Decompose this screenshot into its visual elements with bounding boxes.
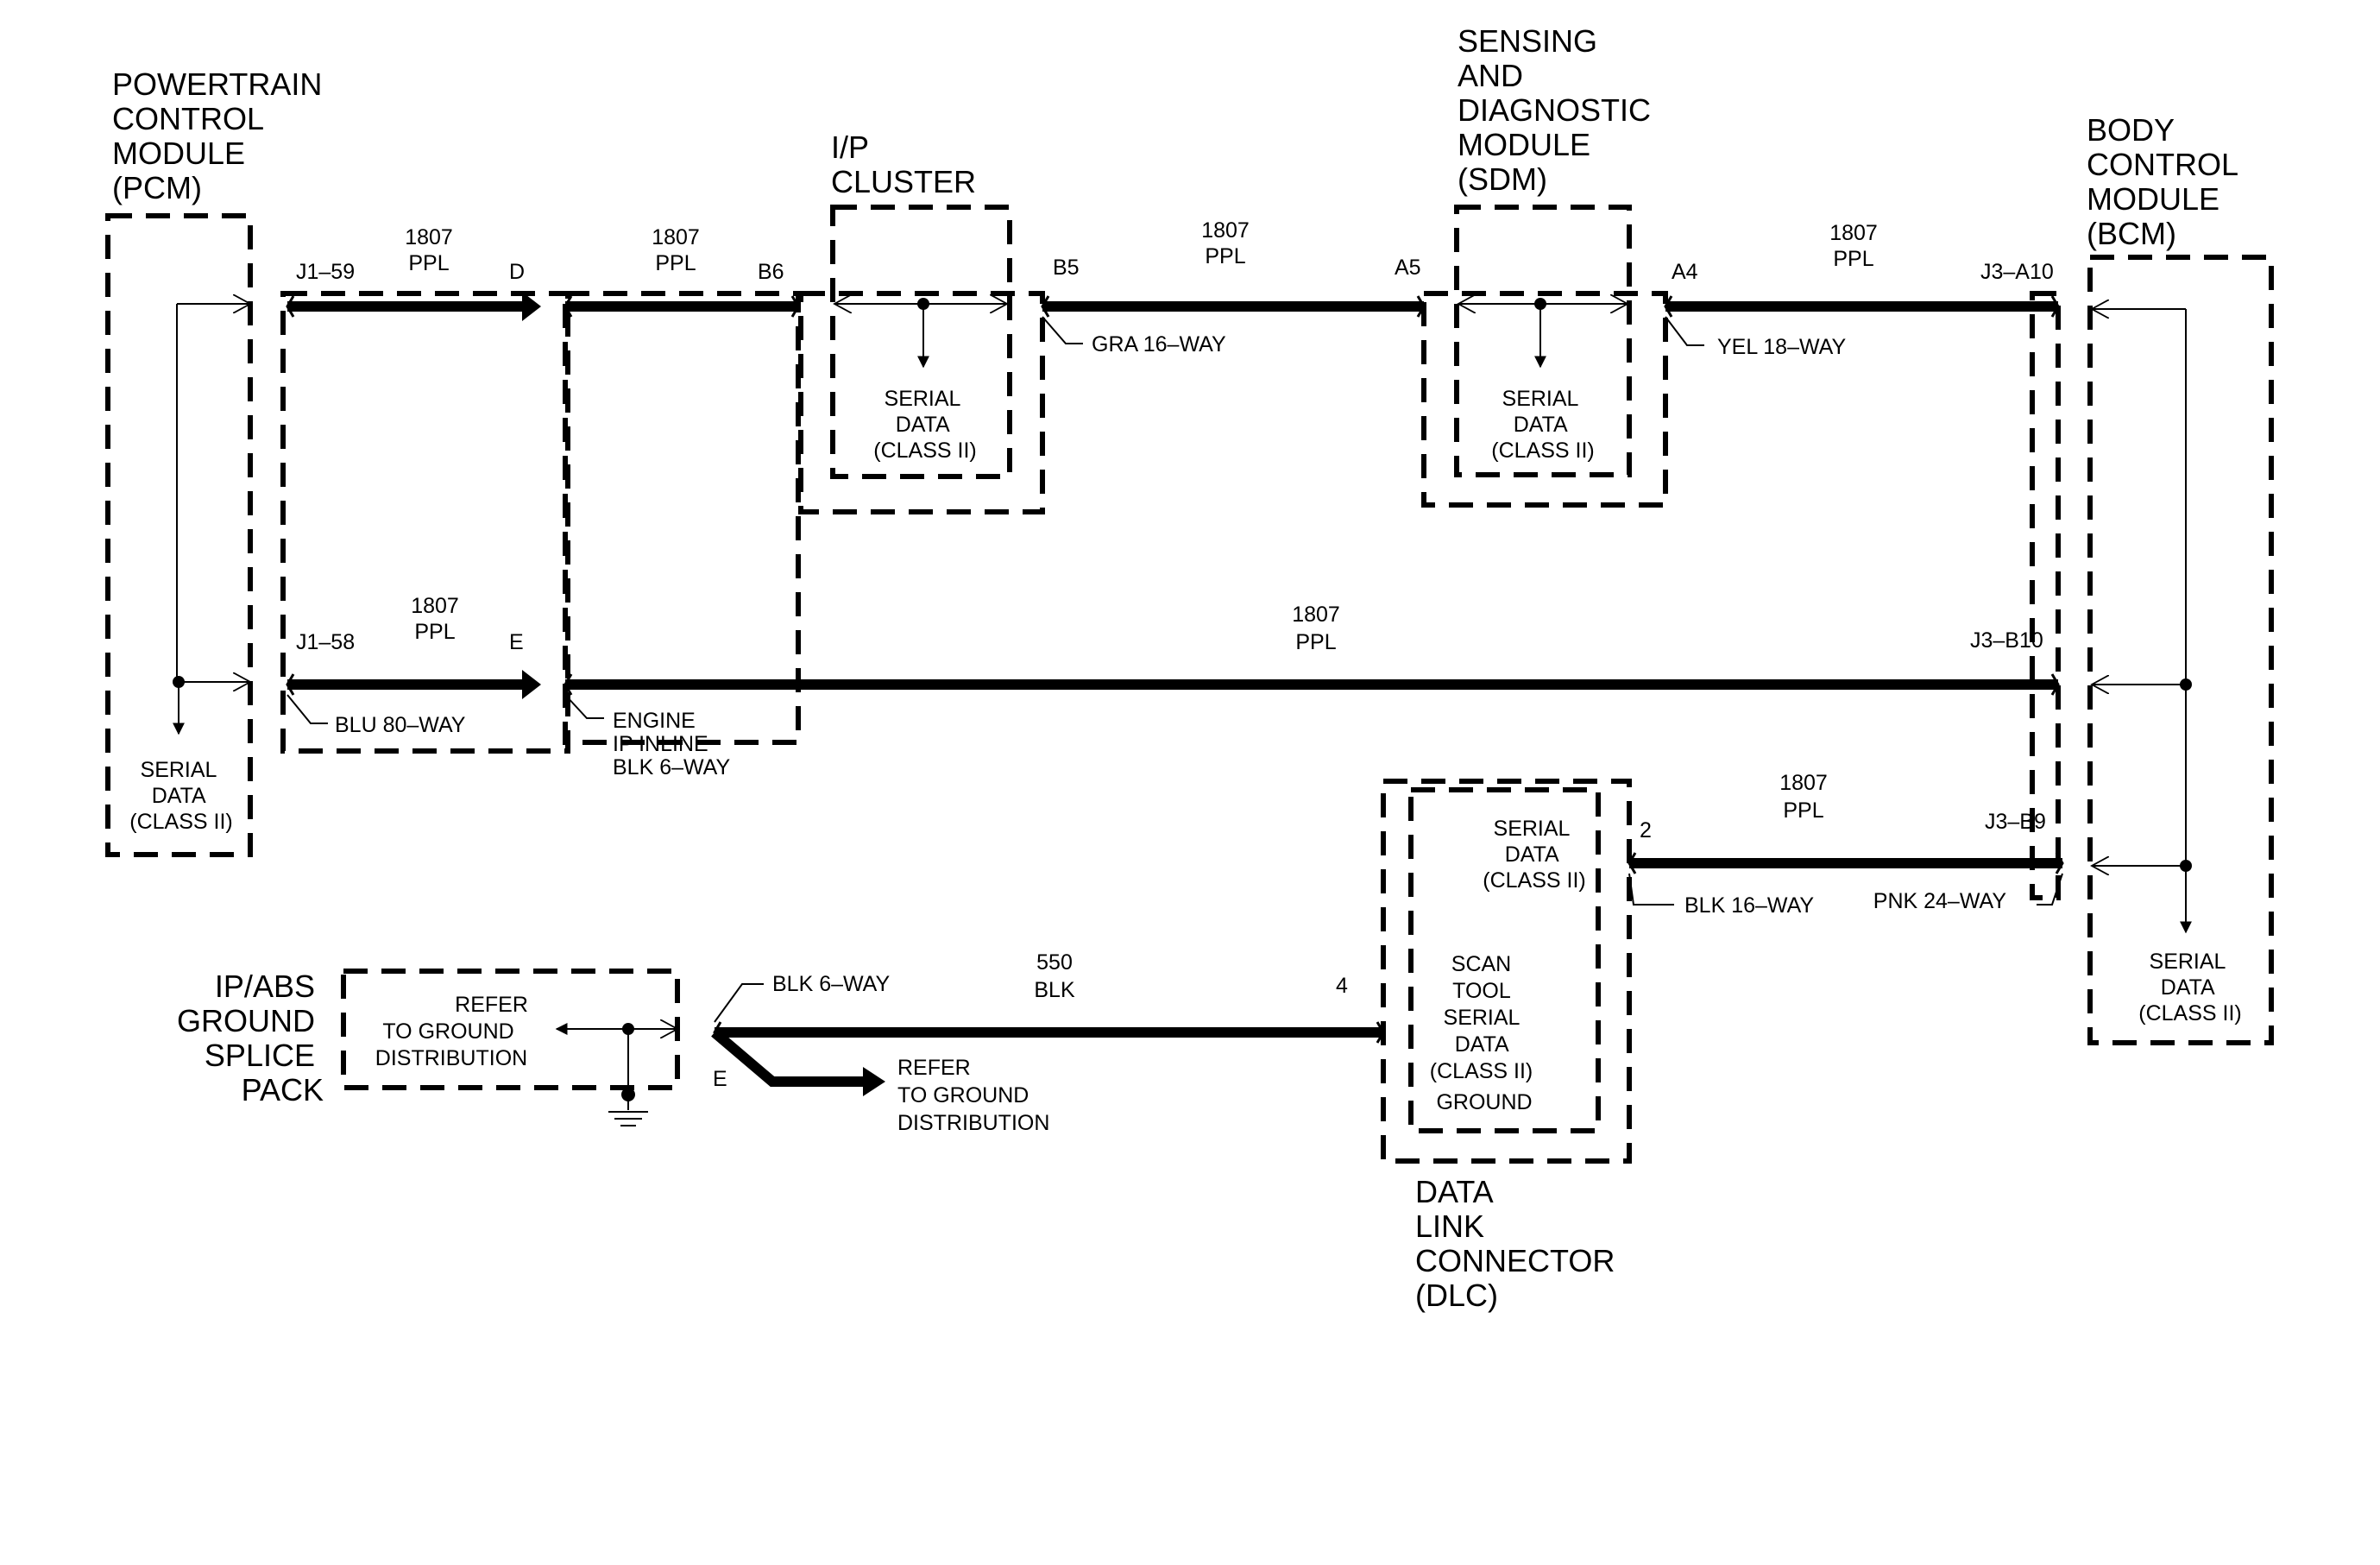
pcm-box — [105, 213, 253, 857]
connector-leaders — [286, 316, 2063, 1023]
circuit-number-6: 1807 — [1292, 603, 1340, 627]
splice-refer-ground: REFER TO GROUND DISTRIBUTION — [375, 993, 534, 1070]
sdm-box — [1454, 205, 1632, 477]
circuit-number-7: 1807 — [1779, 771, 1828, 795]
pcm-internal — [173, 304, 250, 735]
pin-b6: B6 — [758, 260, 784, 284]
connector-blu80: BLU 80–WAY — [335, 713, 466, 737]
pin-a5: A5 — [1395, 256, 1421, 280]
pcm-serial-data: SERIAL DATA (CLASS II) — [129, 758, 232, 834]
bcm-internal — [2092, 309, 2192, 934]
pcm-connector-box — [280, 291, 570, 754]
pin-e: E — [509, 630, 524, 654]
engine-ip-inline-box — [563, 291, 801, 745]
circuit-color-6: PPL — [1295, 630, 1336, 654]
sdm-outer-box — [1421, 291, 1668, 508]
pin-dlc-4: 4 — [1336, 974, 1348, 998]
pin-j1-59: J1–59 — [296, 260, 355, 284]
connector-marks — [286, 295, 2064, 1044]
connector-gra16: GRA 16–WAY — [1092, 332, 1226, 357]
ip-cluster-title: I/P CLUSTER — [831, 129, 976, 199]
circuit-number-2: 1807 — [652, 225, 700, 249]
ip-cluster-serial-data: SERIAL DATA (CLASS II) — [873, 387, 976, 463]
connector-blk16: BLK 16–WAY — [1684, 893, 1814, 918]
circuit-color-ground: BLK — [1034, 978, 1075, 1002]
pin-j1-58: J1–58 — [296, 630, 355, 654]
dlc-box — [1408, 787, 1601, 1133]
bcm-title: BODY CONTROL MODULE (BCM) — [2087, 112, 2246, 251]
bcm-serial-data: SERIAL DATA (CLASS II) — [2138, 950, 2241, 1025]
ground-splice-title: IP/ABS GROUND SPLICE PACK — [177, 969, 324, 1107]
circuit-color-1: PPL — [408, 251, 449, 275]
connector-engine-ip-inline: ENGINE IP INLINE BLK 6–WAY — [613, 709, 730, 779]
sdm-serial-data: SERIAL DATA (CLASS II) — [1491, 387, 1594, 463]
circuit-labels: 1807 PPL 1807 PPL 1807 PPL 1807 PPL 1807… — [405, 218, 1878, 1002]
dlc-outer-box — [1381, 779, 1632, 1164]
connector-blk6: BLK 6–WAY — [772, 972, 890, 996]
pin-a4: A4 — [1672, 260, 1698, 284]
pin-splice-e: E — [713, 1067, 727, 1091]
circuit-number-1: 1807 — [405, 225, 453, 249]
bcm-box — [2087, 255, 2274, 1045]
arrow-d — [522, 292, 541, 321]
connector-pnk24: PNK 24–WAY — [1873, 889, 2007, 913]
circuit-color-7: PPL — [1783, 798, 1823, 823]
circuit-color-5: PPL — [414, 620, 455, 644]
pin-j3-a10: J3–A10 — [1980, 260, 2054, 284]
wire-550-ground-branch — [711, 1028, 866, 1087]
ip-cluster-outer-box — [798, 291, 1045, 514]
ip-cluster-box — [830, 205, 1012, 479]
pin-dlc-2: 2 — [1640, 818, 1652, 842]
circuit-color-3: PPL — [1205, 244, 1245, 268]
circuit-number-4: 1807 — [1829, 221, 1878, 245]
branch-refer-ground: REFER TO GROUND DISTRIBUTION — [897, 1056, 1049, 1135]
circuit-color-2: PPL — [655, 251, 696, 275]
pin-j3-b10: J3–B10 — [1970, 628, 2043, 653]
circuit-color-4: PPL — [1833, 247, 1873, 271]
pin-j3-b9: J3–B9 — [1985, 810, 2046, 834]
circuit-number-3: 1807 — [1201, 218, 1250, 243]
sdm-title: SENSING AND DIAGNOSTIC MODULE (SDM) — [1458, 23, 1659, 197]
circuit-number-5: 1807 — [411, 594, 459, 618]
bcm-connector-edge — [2030, 291, 2061, 900]
pin-d: D — [509, 260, 525, 284]
dlc-title: DATA LINK CONNECTOR (DLC) — [1415, 1174, 1623, 1313]
arrow-e — [522, 670, 541, 699]
arrow-ground-branch — [863, 1067, 885, 1096]
circuit-number-ground: 550 — [1036, 950, 1073, 975]
connector-yel18: YEL 18–WAY — [1717, 335, 1846, 359]
dlc-scan-tool-ground: SCAN TOOL SERIAL DATA (CLASS II) GROUND — [1430, 952, 1539, 1114]
sdm-internal — [1458, 298, 1628, 369]
dlc-serial-data: SERIAL DATA (CLASS II) — [1483, 817, 1585, 893]
pin-b5: B5 — [1053, 256, 1080, 280]
ground-symbol — [608, 1111, 648, 1126]
ip-cluster-internal — [834, 298, 1007, 369]
ground-splice-internal — [555, 1023, 677, 1110]
pcm-title: POWERTRAIN CONTROL MODULE (PCM) — [112, 66, 331, 205]
